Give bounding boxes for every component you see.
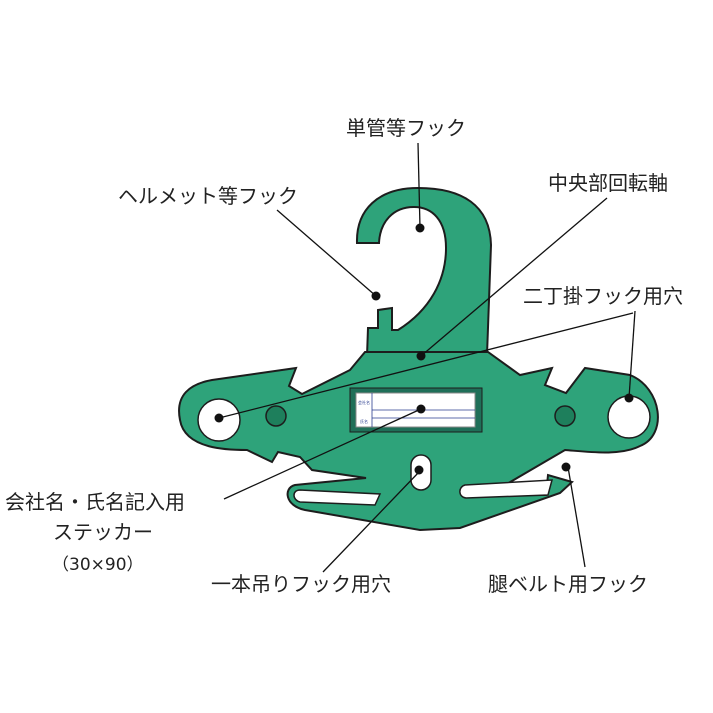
leader-thigh-belt-hook	[567, 466, 586, 568]
label-sticker-line3: （30×90）	[52, 555, 144, 575]
single-pipe-hook-shape	[355, 186, 493, 358]
label-sticker-line2: ステッカー	[53, 520, 153, 544]
label-single-hanging-hook-hole: 一本吊りフック用穴	[211, 572, 391, 596]
leader-single-hanging-hole	[322, 471, 420, 573]
left-lower-slot	[293, 489, 382, 506]
leader-sticker	[223, 408, 422, 500]
leader-double-hanging-hole	[628, 310, 636, 399]
leader-double-hanging-hole-left	[218, 312, 634, 419]
sticker-field-company: 会社名	[358, 399, 370, 405]
sticker-field-name: 氏名	[360, 418, 368, 424]
label-thigh-belt-hook: 腿ベルト用フック	[488, 572, 648, 596]
rivet-left	[265, 405, 287, 427]
leader-helmet-hook	[276, 209, 377, 297]
label-helmet-hook: ヘルメット等フック	[118, 184, 298, 208]
label-double-hanging-hook-hole: 二丁掛フック用穴	[523, 284, 683, 308]
label-center-rotation-axis: 中央部回転軸	[548, 171, 668, 195]
thigh-belt-hook-slot	[459, 479, 553, 499]
rivet-right	[554, 405, 576, 427]
hanger-body	[178, 351, 659, 532]
label-sticker-line1: 会社名・氏名記入用	[5, 490, 185, 514]
label-single-pipe-hook: 単管等フック	[346, 116, 466, 140]
leader-center-rotation-axis	[420, 197, 608, 357]
leader-single-pipe-hook	[417, 142, 421, 229]
leader-dots	[214, 223, 634, 475]
leader-lines	[218, 142, 636, 573]
